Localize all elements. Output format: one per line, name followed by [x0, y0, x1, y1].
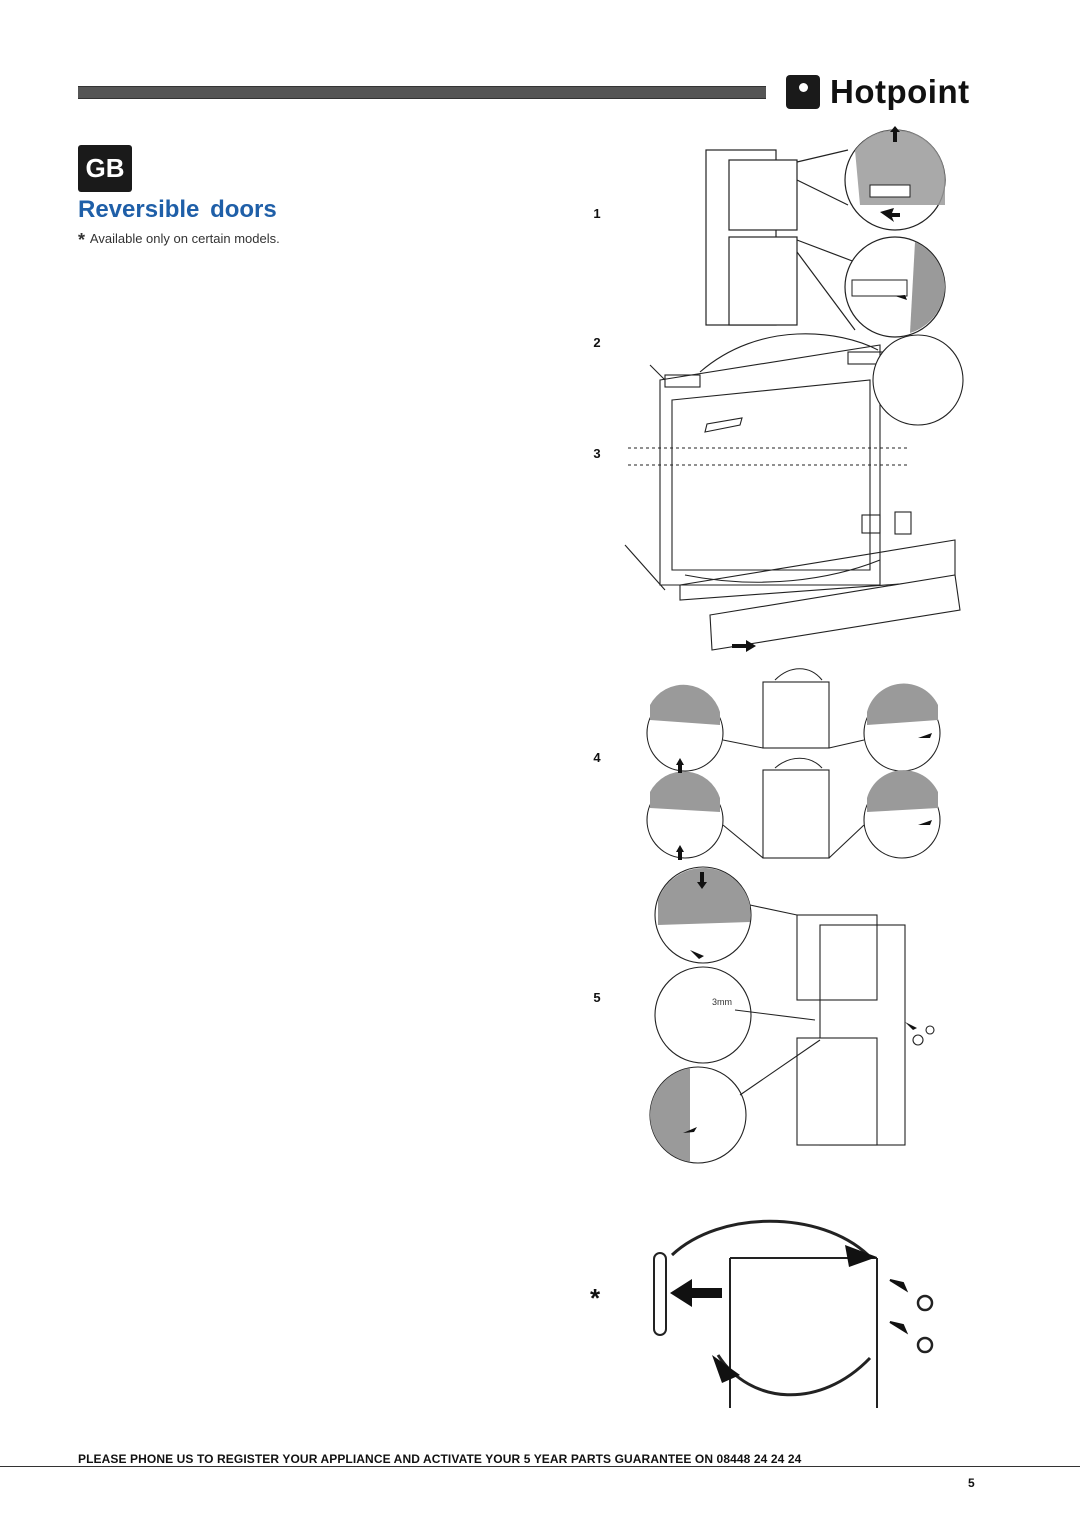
step-number-5: 5: [593, 990, 601, 1005]
step-5-diagram: 3mm: [649, 866, 935, 1164]
transfer-arc: [699, 333, 879, 373]
arrow-left-icon: [712, 1355, 740, 1383]
bottom-arc: [716, 1354, 872, 1397]
footer-notice: PLEASE PHONE US TO REGISTER YOUR APPLIAN…: [78, 1452, 802, 1466]
arrow-up-icon: [890, 126, 900, 142]
arrow-left-icon: [670, 1279, 722, 1307]
detail-top-cover: [872, 334, 964, 426]
brand-logo: Hotpoint: [786, 72, 970, 112]
upper-door-refit: [796, 914, 878, 1001]
arrow-right-icon: [732, 640, 756, 652]
step-number-optional: *: [589, 1283, 601, 1313]
hinge-transfer-arc: [684, 559, 881, 583]
footnote-text: Available only on certain models.: [89, 231, 280, 246]
arrow-down-icon: [697, 872, 707, 889]
step-1-diagram: [705, 126, 946, 338]
screw-arrow-icon: [895, 295, 907, 300]
drill-size-label: 3mm: [712, 997, 732, 1007]
step-number-1: 1: [593, 206, 601, 221]
detail-drill: [654, 966, 752, 1064]
lower-door: [728, 236, 798, 326]
brand-name: Hotpoint: [830, 73, 970, 110]
arrow-right-icon: [918, 733, 932, 738]
step-2-3-diagram: [624, 333, 964, 652]
page-number: 5: [968, 1476, 975, 1490]
screw-hole-icon: [916, 1336, 934, 1354]
arrow-up-icon: [676, 758, 684, 773]
door-top-view: [762, 681, 830, 749]
top-arc: [670, 1219, 870, 1257]
arrow-down-right-icon: [889, 1279, 909, 1293]
screw-cap-icon: [912, 1034, 924, 1046]
step-number-4: 4: [593, 750, 601, 765]
arrow-right-icon: [683, 1127, 697, 1133]
arrow-right-icon: [880, 208, 900, 222]
header-bar: [78, 86, 766, 99]
step-number-2: 2: [593, 335, 601, 350]
door-handle: [653, 1252, 667, 1336]
hotpoint-logo-icon: [786, 75, 820, 109]
top-hinge-left: [664, 374, 701, 388]
door-bottom-view: [762, 769, 830, 859]
upper-door: [728, 159, 798, 231]
footnote-marker: *: [78, 230, 86, 250]
lower-door-refit: [796, 1037, 878, 1146]
page-title: Reversible doors: [78, 196, 277, 223]
step-number-3: 3: [593, 446, 601, 461]
bottom-hinge-bracket: [861, 514, 881, 534]
arrow-right-icon: [905, 1022, 917, 1030]
kickplate: [709, 574, 961, 651]
footer-divider: [0, 1466, 1080, 1467]
arrow-right-icon: [690, 950, 704, 959]
screw-hole-icon: [916, 1294, 934, 1312]
footnote: * Available only on certain models.: [78, 230, 280, 251]
handle-reversal-diagram: [653, 1219, 934, 1408]
arrow-right-icon: [918, 820, 932, 825]
arrow-right-icon: [845, 1245, 877, 1267]
step-4-diagram: [646, 668, 941, 860]
arrow-down-right-icon: [889, 1321, 909, 1335]
arrow-up-icon: [676, 845, 684, 860]
language-badge: GB: [78, 145, 132, 192]
